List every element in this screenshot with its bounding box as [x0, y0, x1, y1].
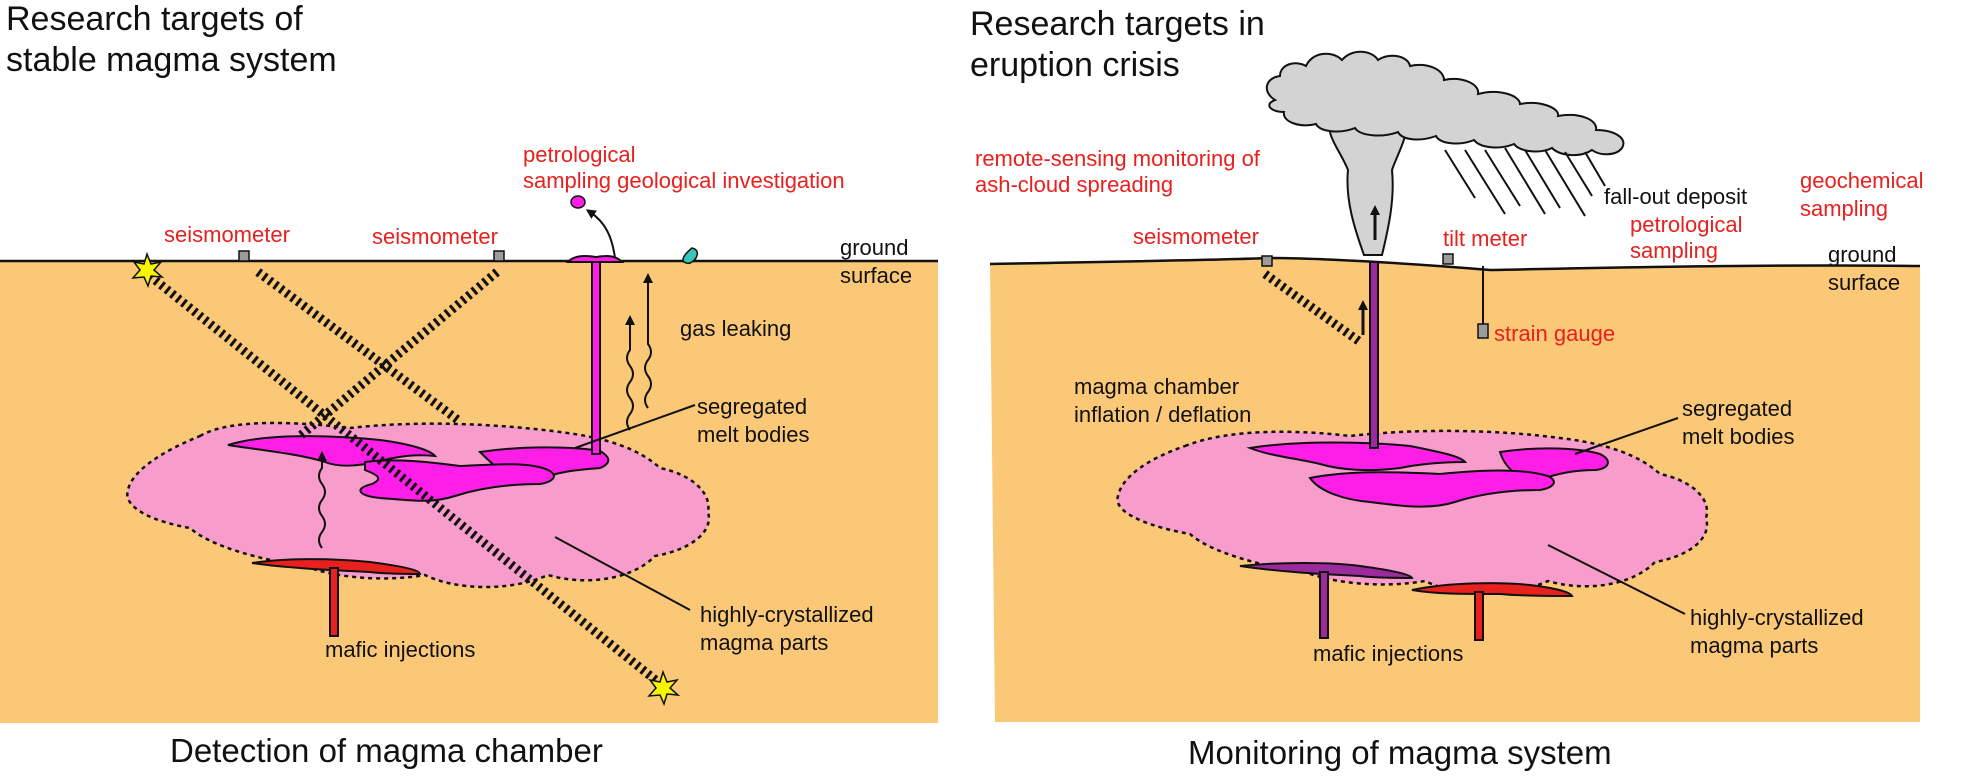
right-label-tilt-meter: tilt meter	[1443, 226, 1527, 251]
right-leader-highly	[1547, 544, 1686, 615]
right-panel: Research targets in eruption crisis	[970, 5, 1924, 771]
left-label-seismometer-2: seismometer	[372, 224, 498, 249]
left-label-mafic: mafic injections	[325, 637, 475, 662]
left-label-petrological-line2: sampling geological investigation	[523, 168, 845, 193]
left-caption: Detection of magma chamber	[170, 732, 603, 769]
right-tilt-meter-icon	[1442, 253, 1454, 265]
left-label-segregated-line2: melt bodies	[697, 422, 810, 447]
right-label-highly-line2: magma parts	[1690, 633, 1818, 658]
right-label-remote-line1: remote-sensing monitoring of	[975, 146, 1261, 171]
left-label-petrological-line1: petrological	[523, 142, 636, 167]
right-label-seismometer: seismometer	[1133, 224, 1259, 249]
left-wavy-arrow-gas-2	[643, 273, 653, 409]
left-leader-segregated	[574, 404, 696, 449]
right-label-inflation-line1: magma chamber	[1074, 374, 1239, 399]
left-wavy-arrow-mafic	[317, 451, 327, 549]
right-melt-body-upper	[1246, 441, 1468, 472]
left-title-line2: stable magma system	[6, 41, 337, 79]
right-label-ground-line1: ground	[1828, 242, 1897, 267]
left-gas-droplet-icon	[682, 247, 699, 265]
left-seismic-rays	[147, 268, 666, 690]
left-seismometer-1-icon	[238, 250, 250, 262]
left-magma-conduit	[591, 261, 601, 455]
right-mafic-sill-purple	[1239, 562, 1414, 580]
right-caption: Monitoring of magma system	[1188, 734, 1612, 771]
right-mafic-sill-red	[1411, 582, 1574, 598]
left-seismic-ray-2	[297, 268, 500, 440]
left-seismic-ray-diagonal	[147, 272, 666, 690]
right-label-mafic: mafic injections	[1313, 641, 1463, 666]
rain-streak	[1484, 149, 1521, 207]
right-title-line2: eruption crisis	[970, 46, 1180, 84]
left-wavy-arrow-gas-1	[625, 315, 635, 431]
right-magma-conduit	[1369, 261, 1379, 449]
rain-streak	[1464, 149, 1506, 215]
left-melt-body-center	[359, 459, 555, 502]
left-panel: Research targets of stable magma system	[0, 0, 938, 769]
rain-streak	[1444, 149, 1476, 199]
right-mafic-dike-purple	[1319, 571, 1329, 639]
rain-streak	[1584, 151, 1606, 187]
right-mafic-dike-red	[1474, 591, 1484, 641]
right-label-inflation-line2: inflation / deflation	[1074, 402, 1251, 427]
rain-streak	[1544, 149, 1586, 217]
left-label-highly-line1: highly-crystallized	[700, 602, 874, 627]
right-melt-body-center	[1308, 469, 1555, 508]
left-surface-outflow	[565, 255, 625, 263]
left-sampling-arrow	[585, 209, 616, 259]
left-title-line1: Research targets of	[6, 0, 303, 38]
right-label-ground-line2: surface	[1828, 270, 1900, 295]
right-strain-gauge-icon	[1477, 323, 1489, 339]
right-label-highly-line1: highly-crystallized	[1690, 605, 1864, 630]
rain-streak	[1504, 147, 1546, 215]
left-label-ground-line1: ground	[840, 235, 909, 260]
left-label-segregated-line1: segregated	[697, 394, 807, 419]
left-seismometer-2-icon	[493, 250, 505, 262]
left-leader-highly	[554, 536, 691, 611]
left-quake-star-deep-icon	[647, 669, 681, 707]
left-label-highly-line2: magma parts	[700, 630, 828, 655]
left-label-seismometer-1: seismometer	[164, 222, 290, 247]
right-ground-surface-line	[989, 256, 1921, 272]
right-seismic-ray	[1262, 270, 1363, 346]
right-leader-segregated	[1574, 417, 1679, 455]
left-mafic-dike	[329, 567, 339, 637]
rain-streak	[1524, 149, 1561, 209]
right-rain-streaks	[1444, 147, 1606, 217]
right-label-strain-gauge: strain gauge	[1494, 321, 1615, 346]
right-label-geochemical-line1: geochemical	[1800, 168, 1924, 193]
right-label-remote-line2: ash-cloud spreading	[975, 172, 1173, 197]
left-quake-star-surface-icon	[131, 251, 165, 289]
right-label-petrological-line1: petrological	[1630, 212, 1743, 237]
rain-streak	[1564, 151, 1593, 197]
right-title-line1: Research targets in	[970, 5, 1265, 43]
right-seismometer-icon	[1261, 255, 1273, 267]
left-label-ground-line2: surface	[840, 263, 912, 288]
right-label-petrological-line2: sampling	[1630, 238, 1718, 263]
right-label-fallout: fall-out deposit	[1604, 184, 1747, 209]
left-label-gas-leaking: gas leaking	[680, 316, 791, 341]
right-label-segregated-line2: melt bodies	[1682, 424, 1795, 449]
right-ash-cloud	[1265, 50, 1625, 156]
right-label-geochemical-line2: sampling	[1800, 196, 1888, 221]
left-mafic-sill	[251, 558, 422, 576]
left-sample-blob-icon	[570, 195, 586, 209]
right-label-segregated-line1: segregated	[1682, 396, 1792, 421]
